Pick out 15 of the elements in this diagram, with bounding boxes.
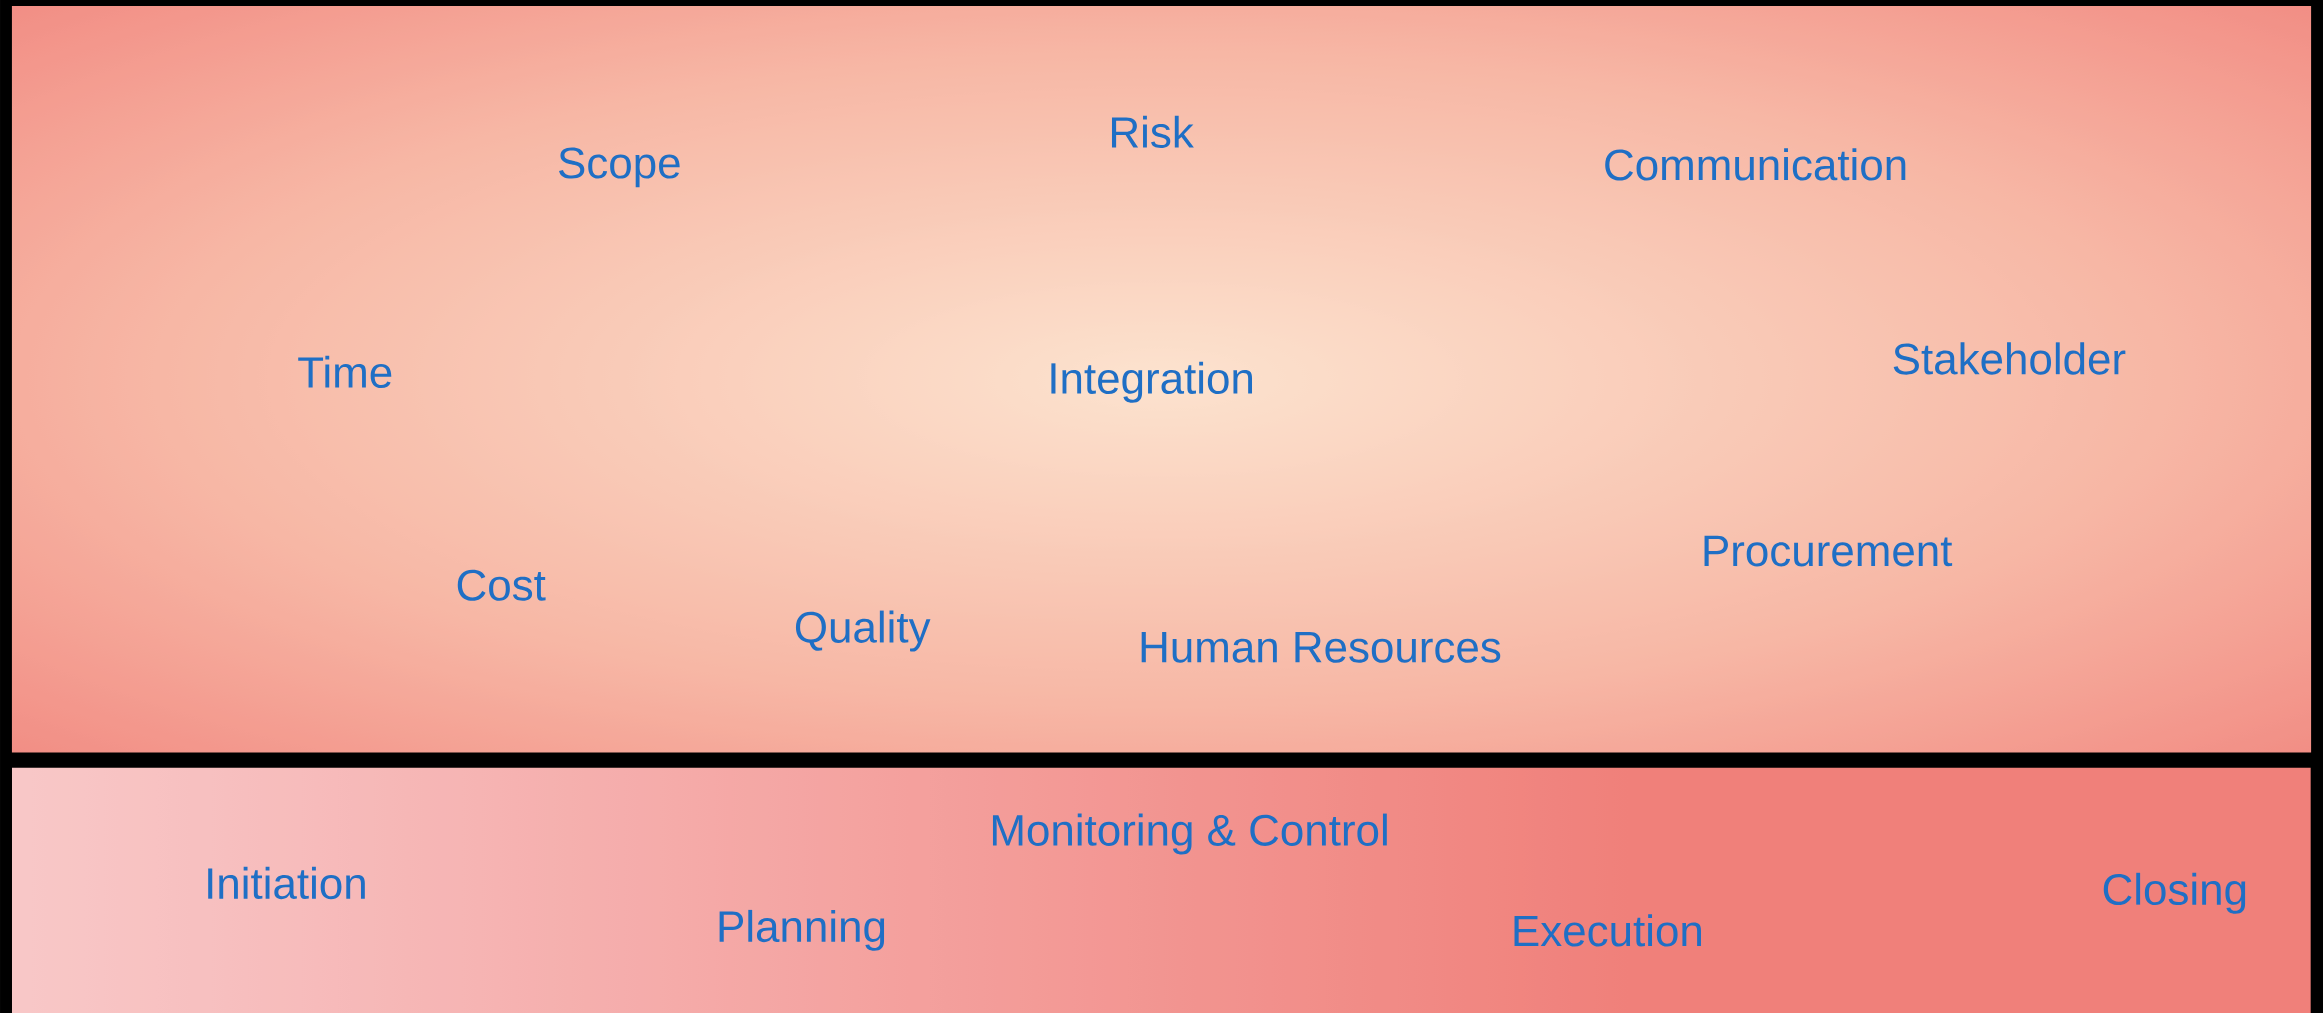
topic-label: Scope [559, 147, 680, 188]
topic-label: Initiation [208, 866, 365, 900]
topic-label: Closing [2103, 872, 2246, 914]
topic-label: Risk [1112, 115, 1194, 149]
topic-label: Integration [1051, 361, 1252, 403]
topic-label: Human Resources [1141, 632, 1501, 663]
topic-label: Cost [457, 569, 546, 601]
topic-label: Quality [795, 610, 931, 652]
topic-label: Planning [719, 909, 885, 951]
topic-label: Stakeholder [1893, 342, 2126, 375]
topic-label: Procurement [1704, 535, 1953, 567]
topic-label: Monitoring & Control [992, 813, 1387, 855]
topic-label: Time [298, 355, 392, 389]
topic-label: Execution [1514, 914, 1701, 947]
topic-label: Communication [1605, 148, 1906, 181]
